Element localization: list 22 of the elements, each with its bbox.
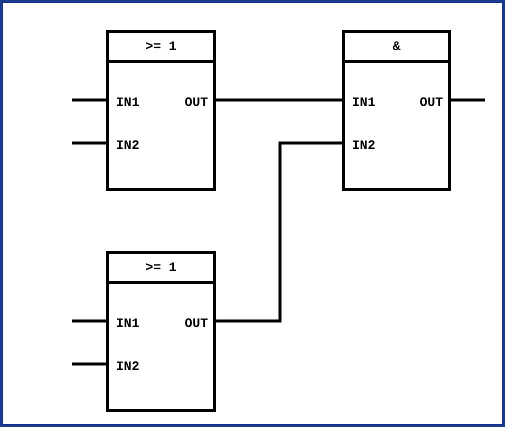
function-block (342, 30, 451, 191)
block-title: & (392, 39, 402, 54)
function-block (106, 30, 216, 191)
signal-line (216, 142, 342, 322)
pin-label: OUT (184, 95, 208, 110)
pin-label: OUT (420, 95, 443, 110)
pin-label: IN2 (116, 138, 140, 153)
block-title: >= 1 (144, 260, 178, 275)
signal-line (451, 98, 485, 102)
pin-label: IN1 (352, 95, 376, 110)
signal-line (72, 98, 106, 102)
signal-line (216, 98, 342, 102)
pin-label: IN2 (116, 359, 140, 374)
pin-label: IN2 (352, 138, 376, 153)
block-title: >= 1 (144, 39, 178, 54)
pin-label: IN1 (116, 95, 140, 110)
signal-line (72, 320, 106, 322)
signal-line (72, 142, 106, 144)
function-block (106, 251, 216, 412)
pin-label: IN1 (116, 316, 140, 331)
signal-line (72, 362, 106, 366)
pin-label: OUT (184, 316, 208, 331)
